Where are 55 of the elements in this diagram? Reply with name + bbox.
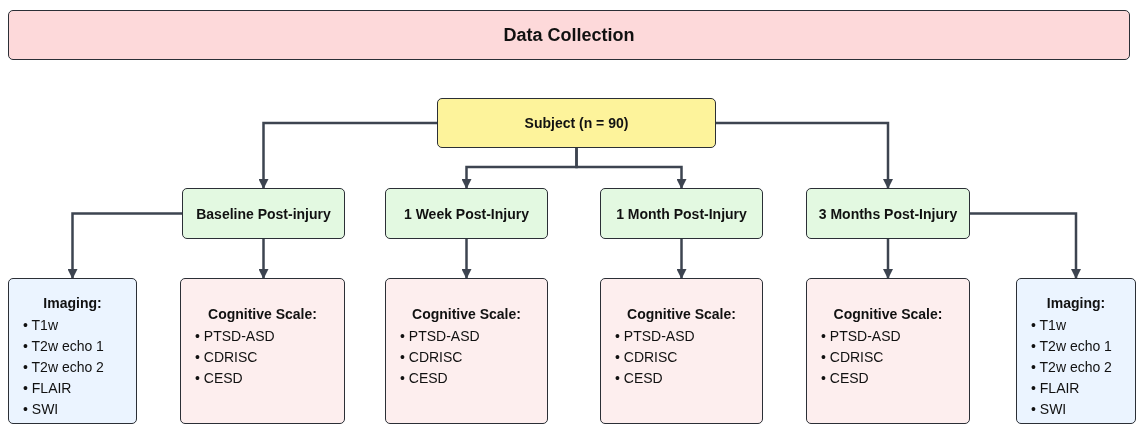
list-item: • SWI (1031, 400, 1068, 419)
list-box (8, 278, 137, 424)
arrow (575, 148, 687, 189)
list-item: • T2w echo 1 (1031, 337, 1113, 356)
heading: Imaging: (42, 295, 103, 311)
arrow (676, 239, 687, 279)
arrow (716, 121, 893, 189)
arrow (461, 239, 472, 279)
arrow (970, 212, 1081, 279)
list-item: • CESD (400, 368, 449, 388)
list-item: • CDRISC (615, 347, 679, 367)
list-item: • CDRISC (400, 347, 464, 367)
list-box (180, 278, 345, 424)
heading: Imaging: (1045, 295, 1107, 311)
heading: 3 Months Post-Injury (818, 205, 958, 222)
arrow (258, 121, 437, 189)
process-box (806, 188, 970, 239)
list-item: • CESD (821, 368, 870, 388)
list-item: • PTSD-ASD (821, 326, 902, 346)
list-item: • T1w (1031, 316, 1067, 335)
list-item: • PTSD-ASD (615, 326, 696, 346)
list-item: • CESD (615, 368, 664, 388)
arrow (67, 212, 182, 279)
list-item: • FLAIR (1031, 379, 1081, 398)
list-item: • PTSD-ASD (400, 326, 481, 346)
list-box (600, 278, 763, 424)
arrow (883, 239, 893, 279)
process-box (600, 188, 763, 239)
process-box (437, 98, 716, 148)
list-item: • T2w echo 2 (1031, 358, 1113, 377)
heading: 1 Month Post-Injury (616, 205, 747, 222)
heading: Data Collection (503, 24, 635, 46)
list-item: • CDRISC (195, 347, 259, 367)
list-box (1016, 278, 1136, 424)
heading: Cognitive Scale: (832, 305, 944, 322)
list-item: • CDRISC (821, 347, 885, 367)
title-band (8, 10, 1130, 60)
list-item: • SWI (23, 400, 60, 419)
list-box (385, 278, 548, 424)
heading: Subject (n = 90) (524, 115, 629, 131)
heading: 1 Week Post-Injury (404, 205, 529, 222)
list-item: • T2w echo 2 (23, 358, 105, 377)
list-item: • PTSD-ASD (195, 326, 276, 346)
list-item: • FLAIR (23, 379, 73, 398)
list-box (806, 278, 970, 424)
arrow (258, 239, 269, 279)
list-item: • CESD (195, 368, 244, 388)
process-box (182, 188, 345, 239)
list-item: • T1w (23, 316, 59, 335)
list-item: • T2w echo 1 (23, 337, 105, 356)
heading: Cognitive Scale: (207, 305, 318, 322)
process-box (385, 188, 548, 239)
heading: Cognitive Scale: (411, 305, 522, 322)
heading: Cognitive Scale: (626, 305, 737, 322)
heading: Baseline Post-injury (196, 205, 331, 222)
